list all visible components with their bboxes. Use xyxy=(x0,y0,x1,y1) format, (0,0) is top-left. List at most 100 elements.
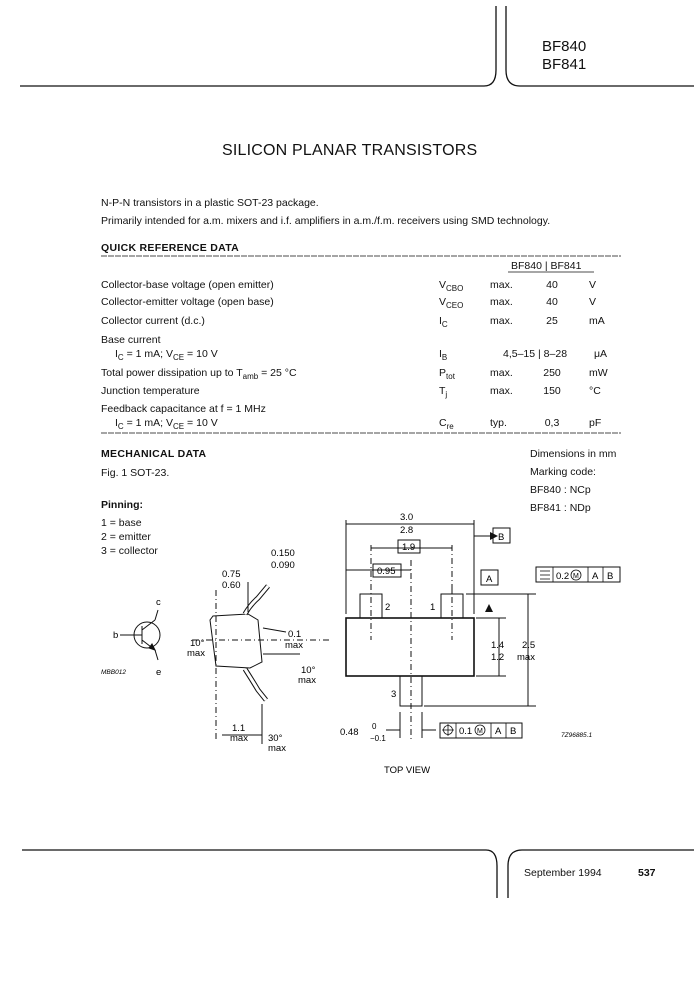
sot23-drawing: c b e MBB012 0.150 0.090 0.75 0.60 10° m… xyxy=(101,512,621,776)
pin-e-label: e xyxy=(156,667,161,678)
qrd-unit: μA xyxy=(594,348,608,360)
qrd-param-condition: IC = 1 mA; VCE = 10 V xyxy=(115,417,218,432)
dim-01: 0.1 xyxy=(288,629,301,640)
dim-11: 1.1 xyxy=(232,723,245,734)
pin-c-label: c xyxy=(156,597,161,608)
dim-10deg-b: 10° xyxy=(301,665,316,676)
qrd-symbol: IB xyxy=(439,348,448,363)
figure-caption: Fig. 1 SOT-23. xyxy=(101,467,170,479)
dim-28: 2.8 xyxy=(400,525,413,536)
qrd-symbol: Ptot xyxy=(439,367,455,382)
tol-bot-b: B xyxy=(510,726,516,737)
qrd-param: Collector-emitter voltage (open base) xyxy=(101,296,274,308)
qrd-value: 4,5–15 | 8–28 xyxy=(503,348,568,360)
qrd-param: Feedback capacitance at f = 1 MHz xyxy=(101,403,266,415)
qrd-unit: V xyxy=(589,279,597,291)
qrd-row: Collector-emitter voltage (open base) VC… xyxy=(101,296,623,312)
mechanical-heading: MECHANICAL DATA xyxy=(101,448,207,460)
transistor-symbol-icon xyxy=(120,609,161,661)
qrd-rules xyxy=(101,255,621,434)
marking-code-2: BF841 : NDp xyxy=(530,502,591,514)
dim-tol-plus: 0 xyxy=(372,722,377,731)
dim-14: 1.4 xyxy=(491,640,504,651)
dim-075: 0.75 xyxy=(222,569,241,580)
qrd-unit: pF xyxy=(589,417,602,429)
pin2-label: 2 xyxy=(385,602,390,613)
qrd-symbol: Tj xyxy=(439,385,448,400)
dim-tol-minus: −0.1 xyxy=(370,734,386,743)
qrd-row: Total power dissipation up to Tamb = 25 … xyxy=(101,367,623,383)
qrd-unit: °C xyxy=(589,385,601,397)
qrd-unit: mW xyxy=(589,367,608,379)
qrd-modifier: max. xyxy=(490,279,513,291)
qrd-param-condition: IC = 1 mA; VCE = 10 V xyxy=(115,348,218,363)
dim-30deg: 30° xyxy=(268,733,283,744)
pinning-title: Pinning: xyxy=(101,499,143,511)
dim-max-a: max xyxy=(187,648,205,659)
part-number-2: BF841 xyxy=(542,56,587,73)
qrd-value: 150 xyxy=(543,385,561,397)
qrd-modifier: max. xyxy=(490,385,513,397)
qrd-symbol: VCEO xyxy=(439,296,464,311)
tol-top-b: B xyxy=(607,571,613,582)
qrd-param: Total power dissipation up to Tamb = 25 … xyxy=(101,367,297,382)
qrd-param: Junction temperature xyxy=(101,385,200,397)
tol-top-value: 0.2 xyxy=(556,571,569,582)
marking-code-1: BF840 : NCp xyxy=(530,484,591,496)
qrd-value: 25 xyxy=(546,315,558,327)
dim-max-f: max xyxy=(517,652,535,663)
page-number: 537 xyxy=(638,867,656,879)
dim-max-c: max xyxy=(298,675,316,686)
dimensions-note: Dimensions in mm xyxy=(530,448,617,460)
qrd-param: Base current xyxy=(101,334,161,346)
tol-bot-m: M xyxy=(477,728,483,735)
dim-max-b: max xyxy=(285,640,303,651)
qrd-row: Collector current (d.c.) IC max. 25 mA xyxy=(101,315,623,331)
marking-title: Marking code: xyxy=(530,466,596,478)
datum-a-label: A xyxy=(486,574,493,585)
qrd-unit: V xyxy=(589,296,597,308)
page-title: SILICON PLANAR TRANSISTORS xyxy=(222,142,478,159)
intro-line-2: Primarily intended for a.m. mixers and i… xyxy=(101,215,551,227)
qrd-param: Collector current (d.c.) xyxy=(101,315,205,327)
header-rule xyxy=(20,6,694,87)
tol-bot-a: A xyxy=(495,726,502,737)
dim-max-e: max xyxy=(268,743,286,754)
quick-reference-heading: QUICK REFERENCE DATA xyxy=(101,242,240,254)
dim-048: 0.48 xyxy=(340,727,359,738)
footer-rule xyxy=(22,849,694,898)
tol-top-m: M xyxy=(573,573,579,580)
qrd-value: 40 xyxy=(546,296,558,308)
qrd-col-header: BF840 | BF841 xyxy=(511,260,582,272)
dim-19: 1.9 xyxy=(402,542,415,553)
qrd-value: 40 xyxy=(546,279,558,291)
dim-060: 0.60 xyxy=(222,580,241,591)
tol-top-a: A xyxy=(592,571,599,582)
qrd-param: Collector-base voltage (open emitter) xyxy=(101,279,274,291)
dim-10deg-a: 10° xyxy=(190,638,205,649)
qrd-row: Base current IC = 1 mA; VCE = 10 V IB 4,… xyxy=(101,334,623,368)
footer-date: September 1994 xyxy=(524,867,602,879)
qrd-modifier: max. xyxy=(490,367,513,379)
part-number-1: BF840 xyxy=(542,38,587,55)
dim-0150: 0.150 xyxy=(271,548,295,559)
qrd-unit: mA xyxy=(589,315,605,327)
qrd-modifier: max. xyxy=(490,315,513,327)
pin-b-label: b xyxy=(113,630,118,641)
symbol-code: MBB012 xyxy=(101,669,126,676)
drawing-code: 7Z96885.1 xyxy=(561,732,592,739)
qrd-symbol: Cre xyxy=(439,417,454,432)
dim-095: 0.95 xyxy=(377,566,396,577)
pin-1: 1 = base xyxy=(101,517,142,529)
pin1-label: 1 xyxy=(430,602,435,613)
dim-12: 1.2 xyxy=(491,652,504,663)
qrd-symbol: VCBO xyxy=(439,279,464,294)
intro-line-1: N-P-N transistors in a plastic SOT-23 pa… xyxy=(101,197,319,209)
tol-bot-value: 0.1 xyxy=(459,726,472,737)
pin-2: 2 = emitter xyxy=(101,531,151,543)
dim-0090: 0.090 xyxy=(271,560,295,571)
qrd-modifier: max. xyxy=(490,296,513,308)
qrd-row: Feedback capacitance at f = 1 MHz IC = 1… xyxy=(101,403,623,433)
top-view-label: TOP VIEW xyxy=(384,765,430,776)
qrd-value: 0,3 xyxy=(544,417,560,429)
